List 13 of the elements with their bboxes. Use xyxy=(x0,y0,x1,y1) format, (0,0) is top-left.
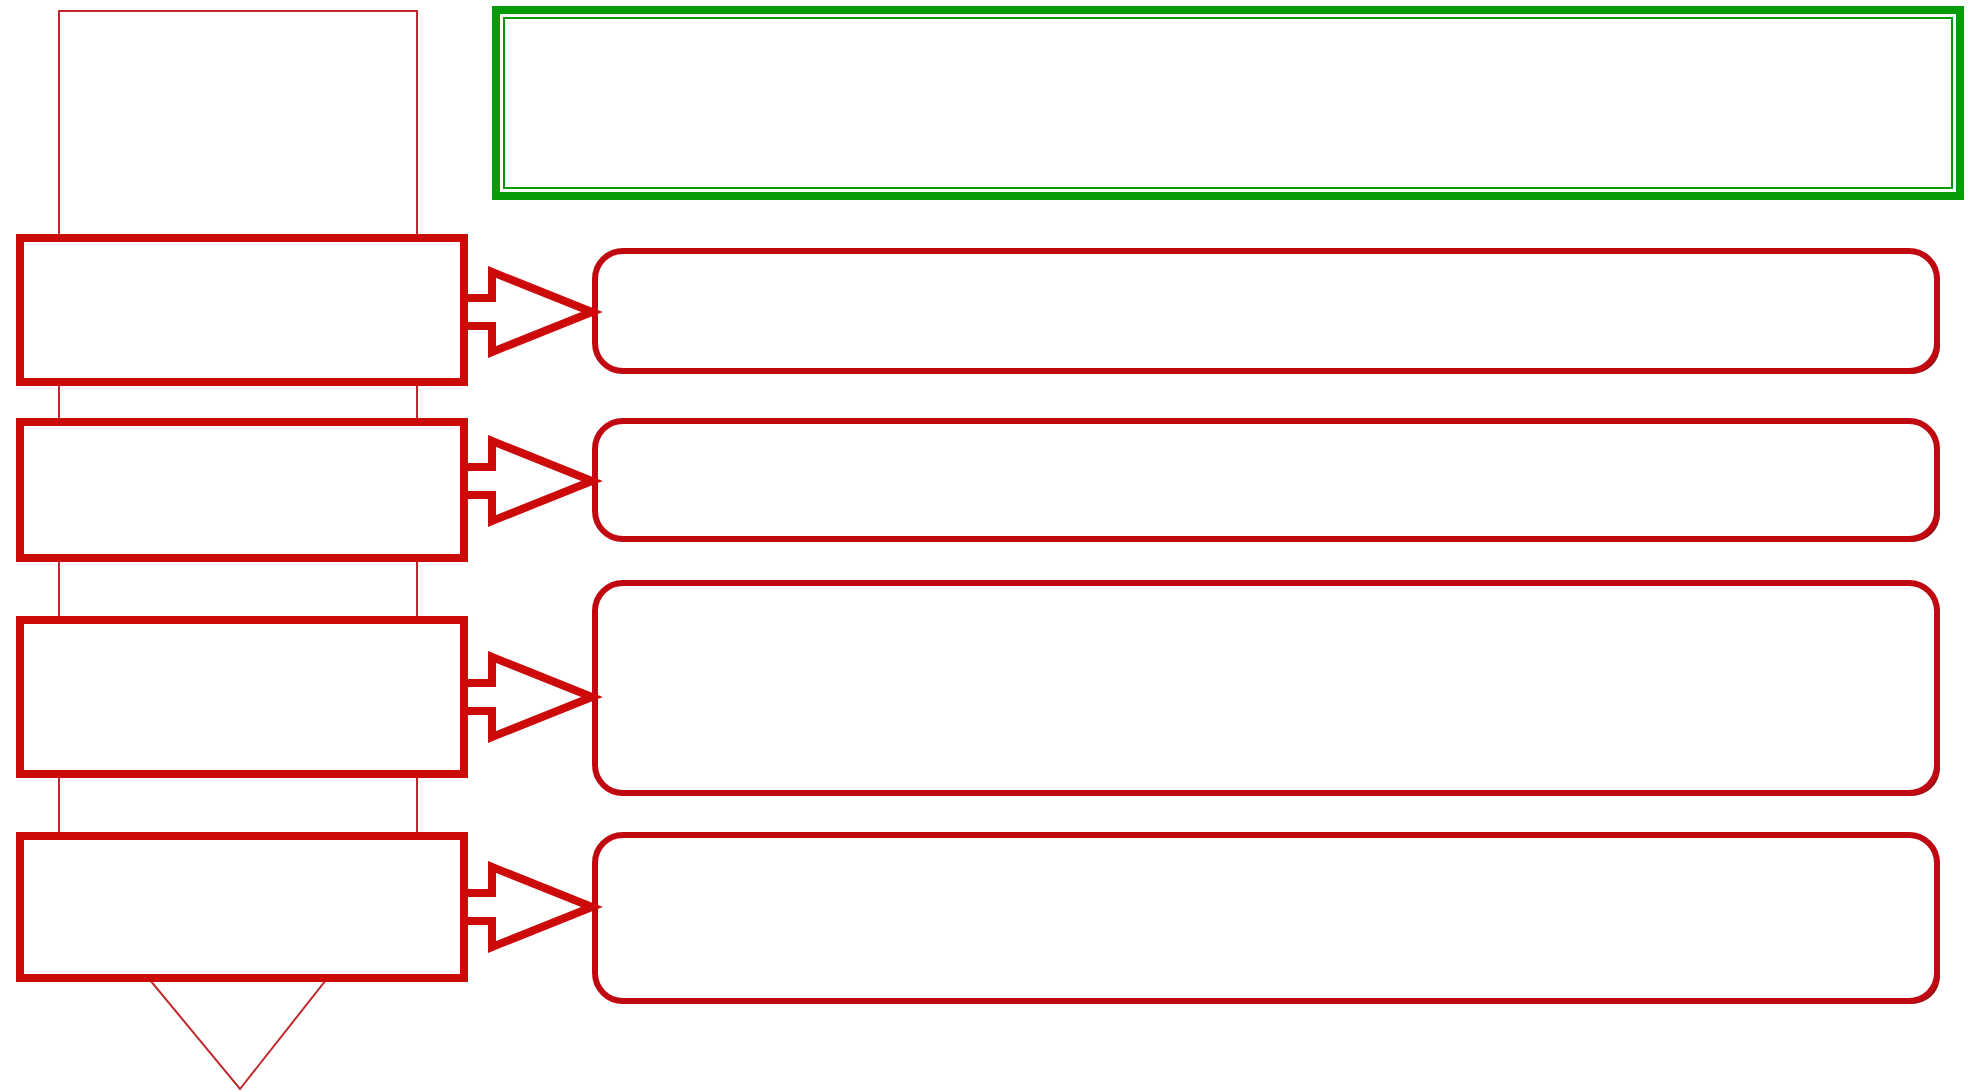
rounded-box xyxy=(592,832,1942,1006)
block-arrow xyxy=(464,651,603,743)
step-box xyxy=(16,418,468,562)
rounded-box xyxy=(592,248,1942,376)
block-arrow xyxy=(464,435,603,527)
rounded-box xyxy=(592,580,1942,798)
block-arrow xyxy=(464,266,603,358)
step-box xyxy=(16,616,468,778)
block-arrow xyxy=(464,861,603,953)
rounded-box xyxy=(592,418,1942,544)
header-box xyxy=(492,6,1964,200)
step-box xyxy=(16,234,468,386)
step-box xyxy=(16,832,468,982)
